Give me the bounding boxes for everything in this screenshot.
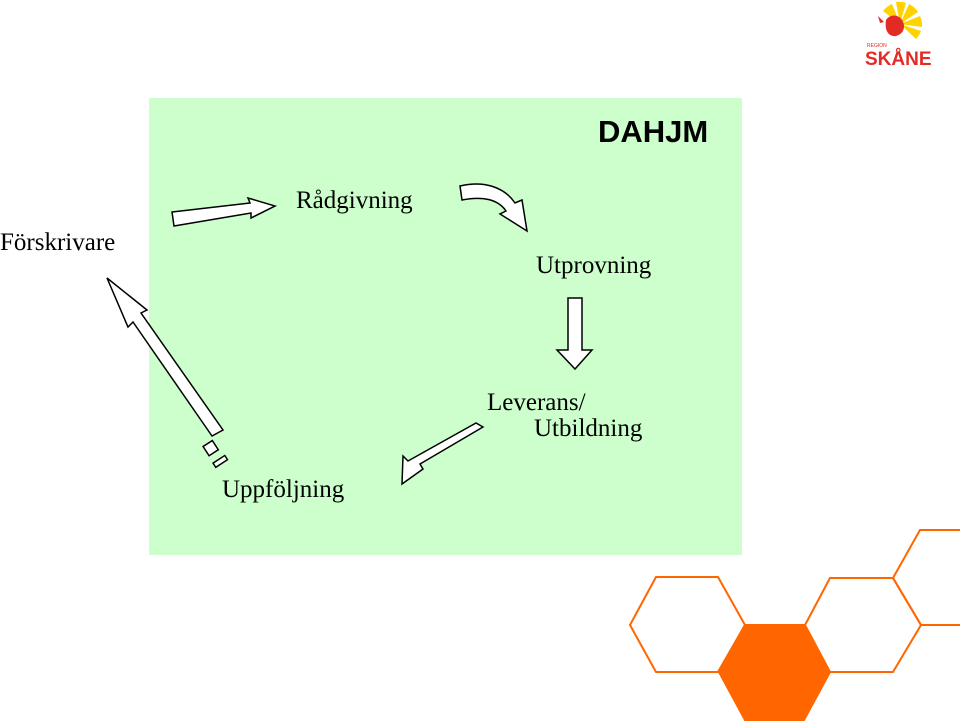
- node-forskrivare: Förskrivare: [0, 229, 116, 256]
- diagram-code: DAHJM: [598, 114, 709, 149]
- arrow-to-radgivning: [171, 196, 278, 227]
- node-uppfoljning: Uppföljning: [222, 476, 345, 503]
- arrow-tail-block-1: [202, 439, 220, 457]
- arrow-tail-block-2: [212, 454, 229, 469]
- node-utbildning: Utbildning: [534, 415, 643, 442]
- hexagon-outline-right: [803, 577, 923, 673]
- diagram-panel: [149, 98, 742, 555]
- hexagon-outline-top-right: [891, 529, 960, 626]
- region-skane-logo-icon: [878, 1, 923, 39]
- arrow-to-forskrivare: [106, 277, 225, 437]
- node-radgivning: Rådgivning: [296, 187, 413, 214]
- arrow-to-uppfoljning: [401, 422, 485, 486]
- node-leverans: Leverans/: [487, 389, 586, 416]
- arrow-to-leverans: [555, 297, 594, 371]
- arrow-to-utprovning: [459, 183, 529, 233]
- logo-region-text: REGION: [867, 43, 887, 49]
- node-utprovning: Utprovning: [536, 252, 652, 279]
- logo-name: SKÅNE: [865, 49, 932, 70]
